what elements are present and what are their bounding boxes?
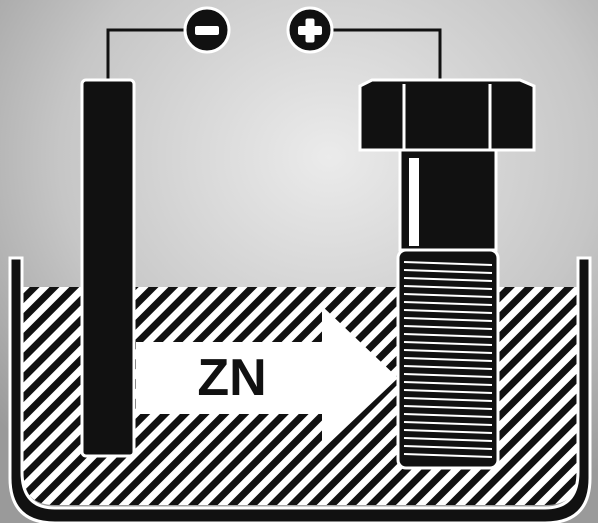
thread-line (403, 357, 493, 362)
thread-line (403, 405, 493, 410)
zinc-anode-rod (80, 78, 136, 458)
thread-line (403, 269, 493, 274)
thread-line (403, 293, 493, 298)
thread-line (403, 397, 493, 402)
bolt-shank (398, 148, 498, 252)
negative-terminal (183, 6, 231, 54)
wire-right (330, 28, 442, 82)
flow-label: ZN (197, 349, 266, 407)
bolt-threads (396, 248, 500, 470)
thread-line (403, 309, 493, 314)
thread-line (403, 325, 493, 330)
tank-wall (8, 256, 592, 523)
zinc-flow-arrow: ZN (136, 306, 398, 450)
thread-line (403, 277, 493, 282)
thread-line (403, 373, 493, 378)
thread-line (403, 389, 493, 394)
thread-line (403, 381, 493, 386)
thread-line (403, 261, 493, 266)
bolt-head (358, 78, 536, 152)
wire-left (106, 28, 186, 82)
thread-line (403, 437, 493, 442)
thread-line (403, 333, 493, 338)
positive-terminal (286, 6, 334, 54)
thread-line (403, 349, 493, 354)
thread-line (403, 429, 493, 434)
thread-line (403, 317, 493, 322)
thread-line (403, 421, 493, 426)
thread-line (403, 301, 493, 306)
thread-line (403, 413, 493, 418)
thread-line (403, 445, 493, 450)
thread-line (403, 285, 493, 290)
thread-line (403, 341, 493, 346)
minus-icon (195, 26, 219, 35)
thread-line (403, 365, 493, 370)
plus-icon (298, 18, 322, 43)
thread-line (403, 453, 493, 458)
